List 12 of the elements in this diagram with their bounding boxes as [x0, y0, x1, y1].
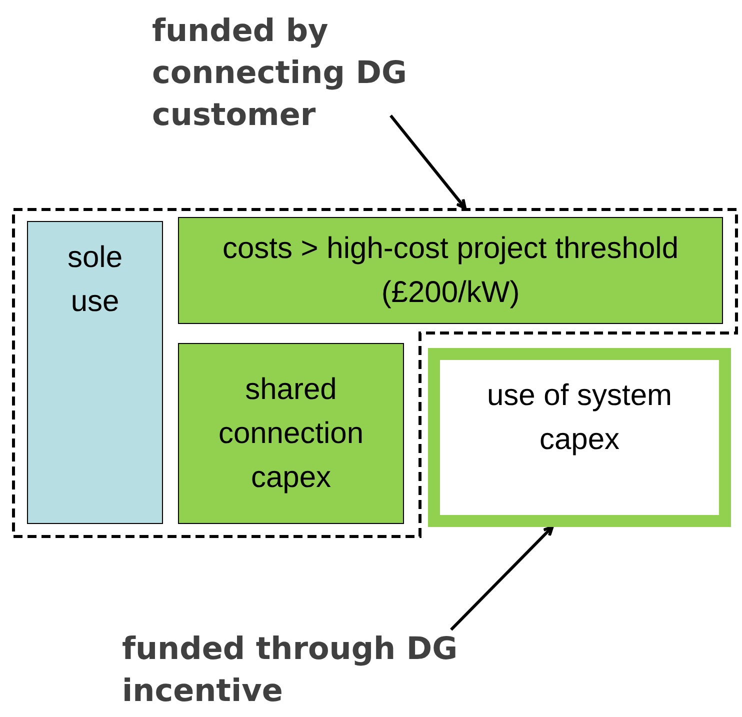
arrow [390, 114, 467, 210]
cost-box [27, 221, 163, 524]
annotation-text: funded by connecting DG customer [152, 10, 462, 142]
arrow [450, 526, 554, 631]
box-label: shared connection capex [217, 372, 365, 496]
cost-box [428, 348, 731, 527]
box-label: sole use [66, 240, 124, 320]
box-label: costs > high-cost project threshold (£200/kW) [221, 230, 680, 310]
annotation-text: funded through DG incentive [122, 628, 462, 714]
box-label: use of system capex [486, 378, 674, 458]
cost-box [178, 217, 723, 324]
cost-box [178, 343, 404, 524]
